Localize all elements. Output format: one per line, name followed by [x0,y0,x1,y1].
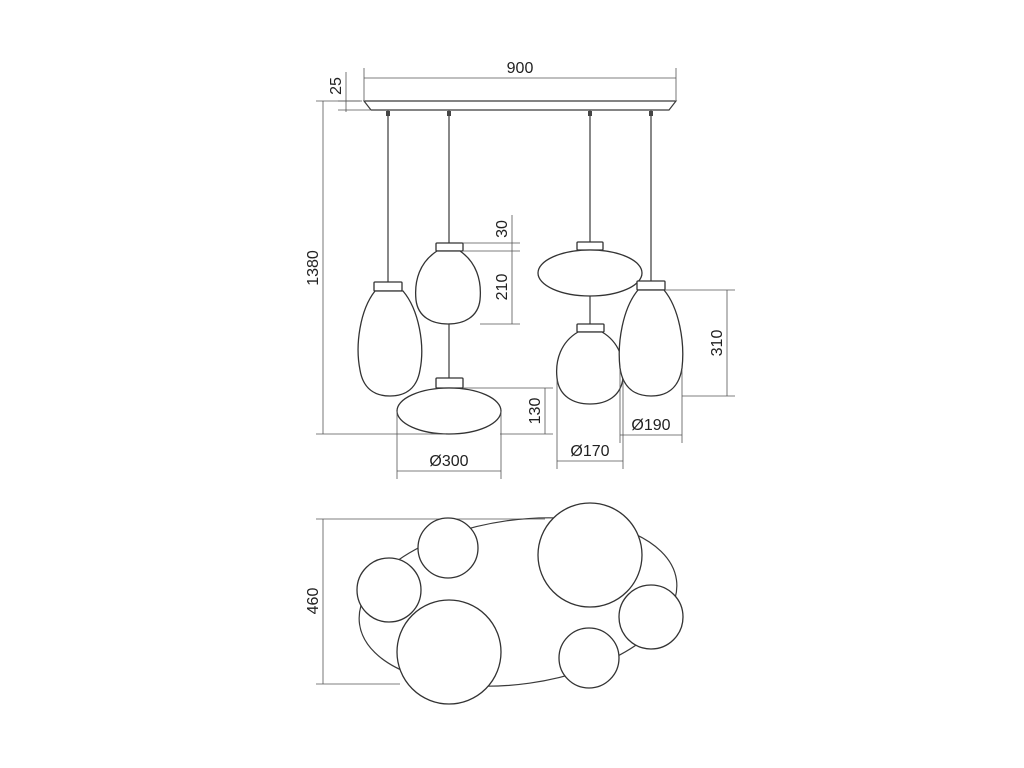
dim-tall-shade-310: 310 [709,330,726,357]
disc-shade-upper-right [537,241,643,297]
canopy-bar [362,100,678,111]
shade-plan-top-right [537,502,643,608]
shade-plan-left [356,557,422,623]
dim-width-900: 900 [507,60,534,77]
dim-tall-diameter-190: Ø190 [631,417,670,434]
shade-plan-bottom-left [396,599,502,705]
elevation-view: 900 25 1380 30 210 130 310 Ø300 Ø170 Ø19… [305,60,735,685]
cord-anchors [386,111,653,116]
plan-view [356,502,684,705]
dim-disc-diameter-300: Ø300 [429,453,468,470]
dim-canopy-25: 25 [328,77,345,95]
shade-plan-right [618,584,684,650]
dim-plan-depth-460: 460 [305,588,322,615]
dim-neck-30: 30 [494,220,511,238]
dim-small-shade-210: 210 [494,274,511,301]
small-shade-lower-right [555,323,625,405]
dim-total-height-1380: 1380 [305,250,322,286]
dim-small-diameter-170: Ø170 [570,443,609,460]
shade-plan-bottom-right [558,627,620,689]
dimension-lines [316,68,735,685]
shade-plan-top-left [417,517,479,579]
suspension-cords [387,110,652,378]
tall-shade-left [357,281,423,397]
canopy-plan-outline [358,517,678,687]
dim-disc-130: 130 [527,398,544,425]
tall-shade-right [618,280,684,397]
small-shade-upper-left [414,242,482,325]
